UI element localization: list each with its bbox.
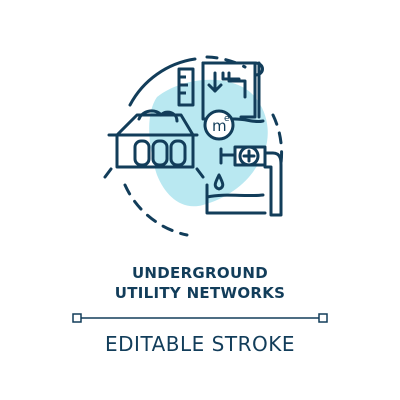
title-line-2: UTILITY NETWORKS	[114, 284, 286, 302]
valve-pipe-icon	[205, 145, 283, 217]
ruler-icon	[177, 67, 195, 107]
divider-left-handle	[72, 313, 82, 323]
underground-utility-networks-icon: m e	[95, 45, 305, 255]
divider	[72, 313, 328, 323]
accent-blob	[149, 79, 268, 207]
meter-icon	[203, 109, 235, 141]
meter-superscript: e	[224, 114, 230, 124]
house-tanks-icon	[103, 109, 205, 179]
blueprint-document	[201, 61, 265, 124]
meter-label: m	[212, 117, 227, 135]
editable-stroke-label: EDITABLE STROKE	[105, 332, 295, 356]
divider-right-handle	[318, 313, 328, 323]
title-line-1: UNDERGROUND	[131, 264, 269, 282]
